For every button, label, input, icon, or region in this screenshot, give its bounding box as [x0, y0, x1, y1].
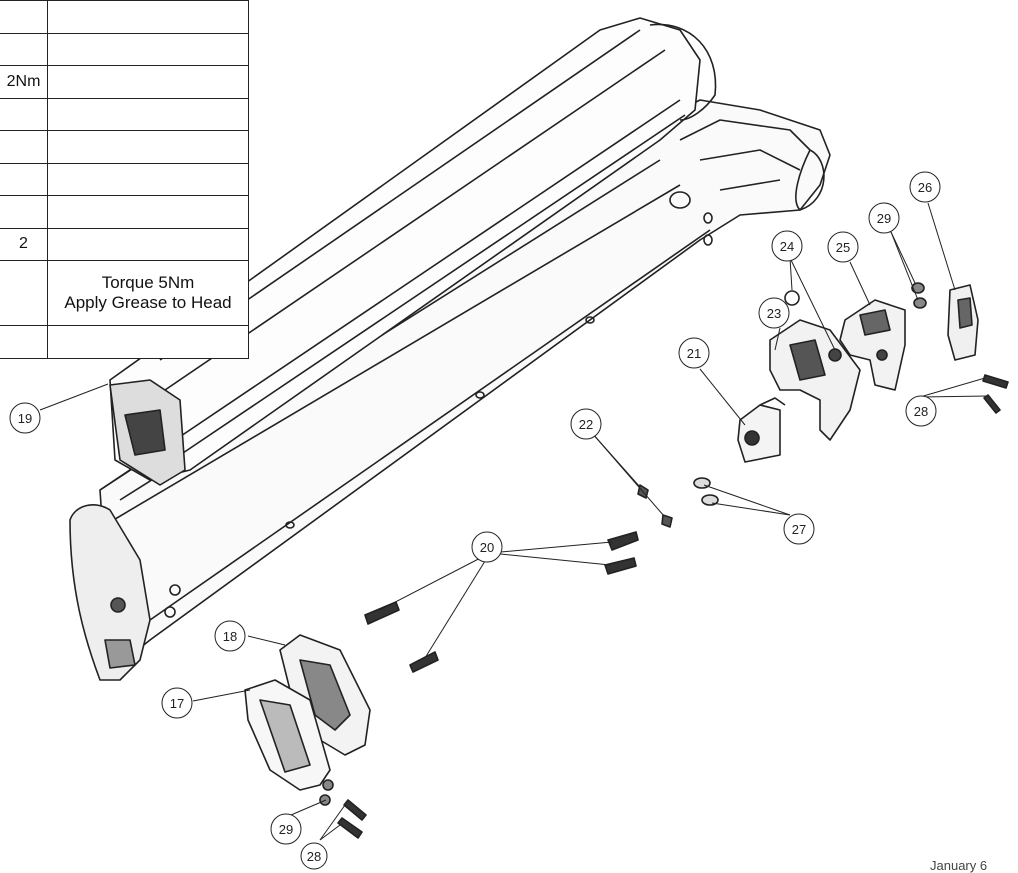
- callout-18: 18: [214, 620, 246, 652]
- table-row: Torque 5Nm Apply Grease to Head: [0, 260, 249, 326]
- callout-label: 26: [918, 180, 932, 195]
- leader-lines: [39, 202, 989, 841]
- qty-cell: [0, 325, 48, 359]
- table-row: [0, 162, 249, 196]
- callout-label: 22: [579, 417, 593, 432]
- callout-28-right: 28: [905, 395, 937, 427]
- table-row: 2Nm: [0, 65, 249, 99]
- note-cell: Torque 5Nm Apply Grease to Head: [47, 260, 249, 326]
- callouts: 19 20 22 24 23 25 29 26 21 28 27 18 17 2…: [9, 171, 941, 870]
- table-row: 2: [0, 227, 249, 261]
- table-row: [0, 97, 249, 131]
- callout-label: 28: [307, 849, 321, 864]
- callout-22: 22: [570, 408, 602, 440]
- callout-23: 23: [758, 297, 790, 329]
- table-row: [0, 32, 249, 66]
- note-cell: [47, 32, 249, 66]
- qty-cell: 2: [0, 227, 48, 261]
- part-23: [769, 319, 861, 441]
- callout-label: 25: [836, 240, 850, 255]
- note-cell: [47, 97, 249, 131]
- end-cap: [69, 504, 151, 681]
- part-25: [839, 299, 906, 391]
- callout-28-lower: 28: [300, 842, 328, 870]
- table-row: [0, 130, 249, 164]
- part-29-lower: [319, 779, 334, 806]
- callout-label: 29: [279, 822, 293, 837]
- part-20-bolts: [364, 531, 639, 673]
- callout-20: 20: [471, 531, 503, 563]
- note-cell: [47, 130, 249, 164]
- note-cell: [47, 325, 249, 359]
- callout-19: 19: [9, 402, 41, 434]
- qty-cell: [0, 97, 48, 131]
- part-28-right: [982, 374, 1009, 414]
- callout-24: 24: [771, 230, 803, 262]
- qty-cell: [0, 130, 48, 164]
- date-label: January 6: [930, 858, 988, 873]
- callout-label: 23: [767, 306, 781, 321]
- grease-note: Apply Grease to Head: [64, 293, 232, 312]
- callout-label: 18: [223, 629, 237, 644]
- part-26: [947, 284, 979, 361]
- part-17-18-housing: [244, 634, 371, 791]
- callout-label: 21: [687, 346, 701, 361]
- qty-cell: [0, 0, 48, 34]
- callout-label: 29: [877, 211, 891, 226]
- table-row: [0, 325, 249, 359]
- part-29-upper: [911, 282, 927, 309]
- parts-table: 2Nm 2 Torque 5Nm Apply Grease to Head: [0, 0, 249, 359]
- callout-label: 20: [480, 540, 494, 555]
- note-cell: [47, 195, 249, 229]
- part-27-washers: [693, 477, 719, 506]
- callout-17: 17: [161, 687, 193, 719]
- qty-cell: [0, 195, 48, 229]
- qty-cell: [0, 260, 48, 326]
- callout-29-lower: 29: [270, 813, 302, 845]
- part-24-pin: [784, 290, 800, 306]
- callout-label: 28: [914, 404, 928, 419]
- part-21: [737, 397, 786, 463]
- note-cell: [47, 162, 249, 196]
- torque-note: Torque 5Nm: [101, 273, 195, 292]
- callout-29-upper: 29: [868, 202, 900, 234]
- qty-cell: 2Nm: [0, 65, 48, 99]
- callout-21: 21: [678, 337, 710, 369]
- note-cell: [47, 65, 249, 99]
- qty-cell: [0, 162, 48, 196]
- callout-label: 27: [792, 522, 806, 537]
- callout-26: 26: [909, 171, 941, 203]
- table-row: [0, 195, 249, 229]
- qty-cell: [0, 32, 48, 66]
- table-row: [0, 0, 249, 34]
- callout-label: 17: [170, 696, 184, 711]
- note-cell: [47, 227, 249, 261]
- callout-27: 27: [783, 513, 815, 545]
- note-cell: [47, 0, 249, 34]
- callout-label: 24: [780, 239, 794, 254]
- callout-label: 19: [18, 411, 32, 426]
- part-28-lower: [337, 799, 367, 839]
- callout-25: 25: [827, 231, 859, 263]
